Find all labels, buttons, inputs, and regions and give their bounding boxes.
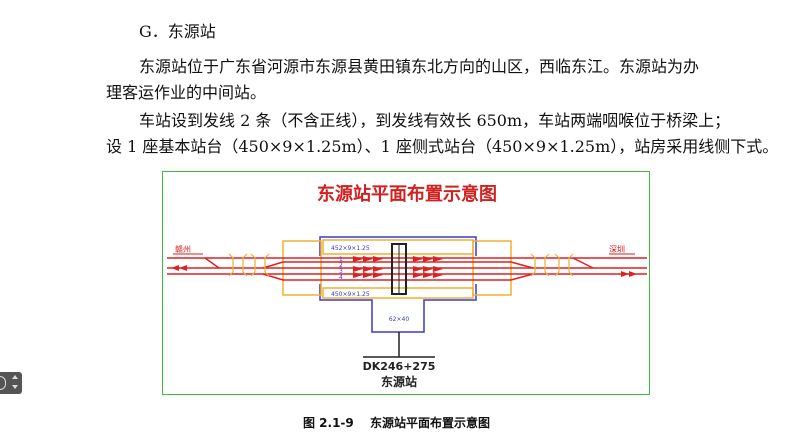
left-direction-label: 赣州 xyxy=(175,244,191,254)
bottom-platform-label: 450×9×1.25 xyxy=(331,291,370,298)
station-layout-figure: 东源站平面布置示意图 452×9×1.25 450×9×1.25 62×40 xyxy=(162,171,650,395)
top-platform-label: 452×9×1.25 xyxy=(331,245,370,252)
page-navigation-widget[interactable] xyxy=(0,372,22,394)
caption-number: 图 2.1-9 xyxy=(303,416,354,430)
station-building-label: 62×40 xyxy=(389,316,409,323)
paragraph-1-line-1: 东源站位于广东省河源市东源县黄田镇东北方向的山区，西临东江。东源站为办 xyxy=(139,57,700,76)
mileage-label: DK246+275 xyxy=(363,360,436,373)
track-number-3: 3 xyxy=(339,268,343,275)
direction-arrows xyxy=(171,256,637,278)
top-frame xyxy=(319,236,477,256)
paragraph-1-line-2: 理客运作业的中间站。 xyxy=(106,83,267,102)
caption-text: 东源站平面布置示意图 xyxy=(369,416,490,430)
figure-title: 东源站平面布置示意图 xyxy=(317,183,497,205)
chevron-up-icon[interactable] xyxy=(12,375,18,379)
paragraph-2-line-2: 设 1 座基本站台（450×9×1.25m）、1 座侧式站台（450×9×1.2… xyxy=(106,137,779,156)
chevron-down-icon[interactable] xyxy=(12,385,18,389)
track-number-4: 4 xyxy=(339,274,343,281)
track-number-1: 1 xyxy=(339,256,343,263)
station-building-outline xyxy=(319,284,477,333)
circle-icon xyxy=(0,376,6,390)
station-diagram: 东源站平面布置示意图 452×9×1.25 450×9×1.25 62×40 xyxy=(167,183,647,389)
paragraph-2-line-1: 车站设到发线 2 条（不含正线），到发线有效长 650m，车站两端咽喉位于桥梁上… xyxy=(139,111,731,130)
station-name-label: 东源站 xyxy=(381,374,417,389)
section-heading: G．东源站 xyxy=(139,22,216,41)
figure-caption: 图 2.1-9 东源站平面布置示意图 xyxy=(0,414,793,431)
track-number-2: 2 xyxy=(339,262,343,269)
bridge-markers xyxy=(228,253,574,277)
right-direction-label: 深圳 xyxy=(609,244,625,254)
